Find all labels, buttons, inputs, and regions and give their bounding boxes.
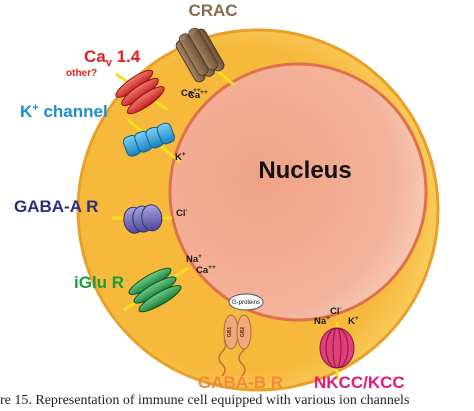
- figure-caption: re 15. Representation of immune cell equ…: [0, 393, 410, 408]
- iglu-label: iGlu R: [74, 273, 124, 292]
- gabaa-label: GABA-A R: [14, 197, 98, 216]
- gabaa-ion: Cl-: [176, 207, 188, 219]
- crac-label: CRAC: [188, 1, 237, 20]
- iglu-channel: [123, 266, 189, 313]
- nkcc-transporter: [319, 322, 355, 380]
- crac-ion: Ca++: [188, 89, 208, 101]
- svg-text:GB2: GB2: [240, 327, 246, 338]
- nkcc-ion-k: K+: [348, 315, 359, 327]
- cav-note: other?: [66, 68, 97, 79]
- k-channel: [122, 118, 181, 164]
- gabaa-channel: [112, 204, 172, 234]
- nucleus-label: Nucleus: [258, 157, 351, 184]
- g-protein: [228, 293, 264, 311]
- crac-channel: [175, 27, 235, 87]
- cav-label: Cav 1.4: [84, 47, 141, 69]
- k-ion: K+: [175, 151, 186, 163]
- nkcc-label: NKCC/KCC: [314, 373, 405, 392]
- k-label: K+ channel: [20, 102, 108, 121]
- cav-ion: Ca++: [181, 87, 201, 99]
- nucleus: [168, 62, 428, 322]
- gabab-label: GABA-B R: [198, 373, 283, 392]
- svg-text:GB1: GB1: [227, 327, 233, 338]
- nkcc-ion-na: Na+: [314, 315, 330, 327]
- gabab-receptor: GB1 GB2 G-proteins: [218, 293, 264, 377]
- cav-channel: [115, 69, 169, 115]
- iglu-ion-ca: Ca++: [196, 264, 216, 276]
- nkcc-ion-cl: Cl-: [330, 305, 342, 317]
- iglu-ion-na: Na+: [186, 253, 202, 265]
- g-protein-label: G-proteins: [232, 300, 260, 306]
